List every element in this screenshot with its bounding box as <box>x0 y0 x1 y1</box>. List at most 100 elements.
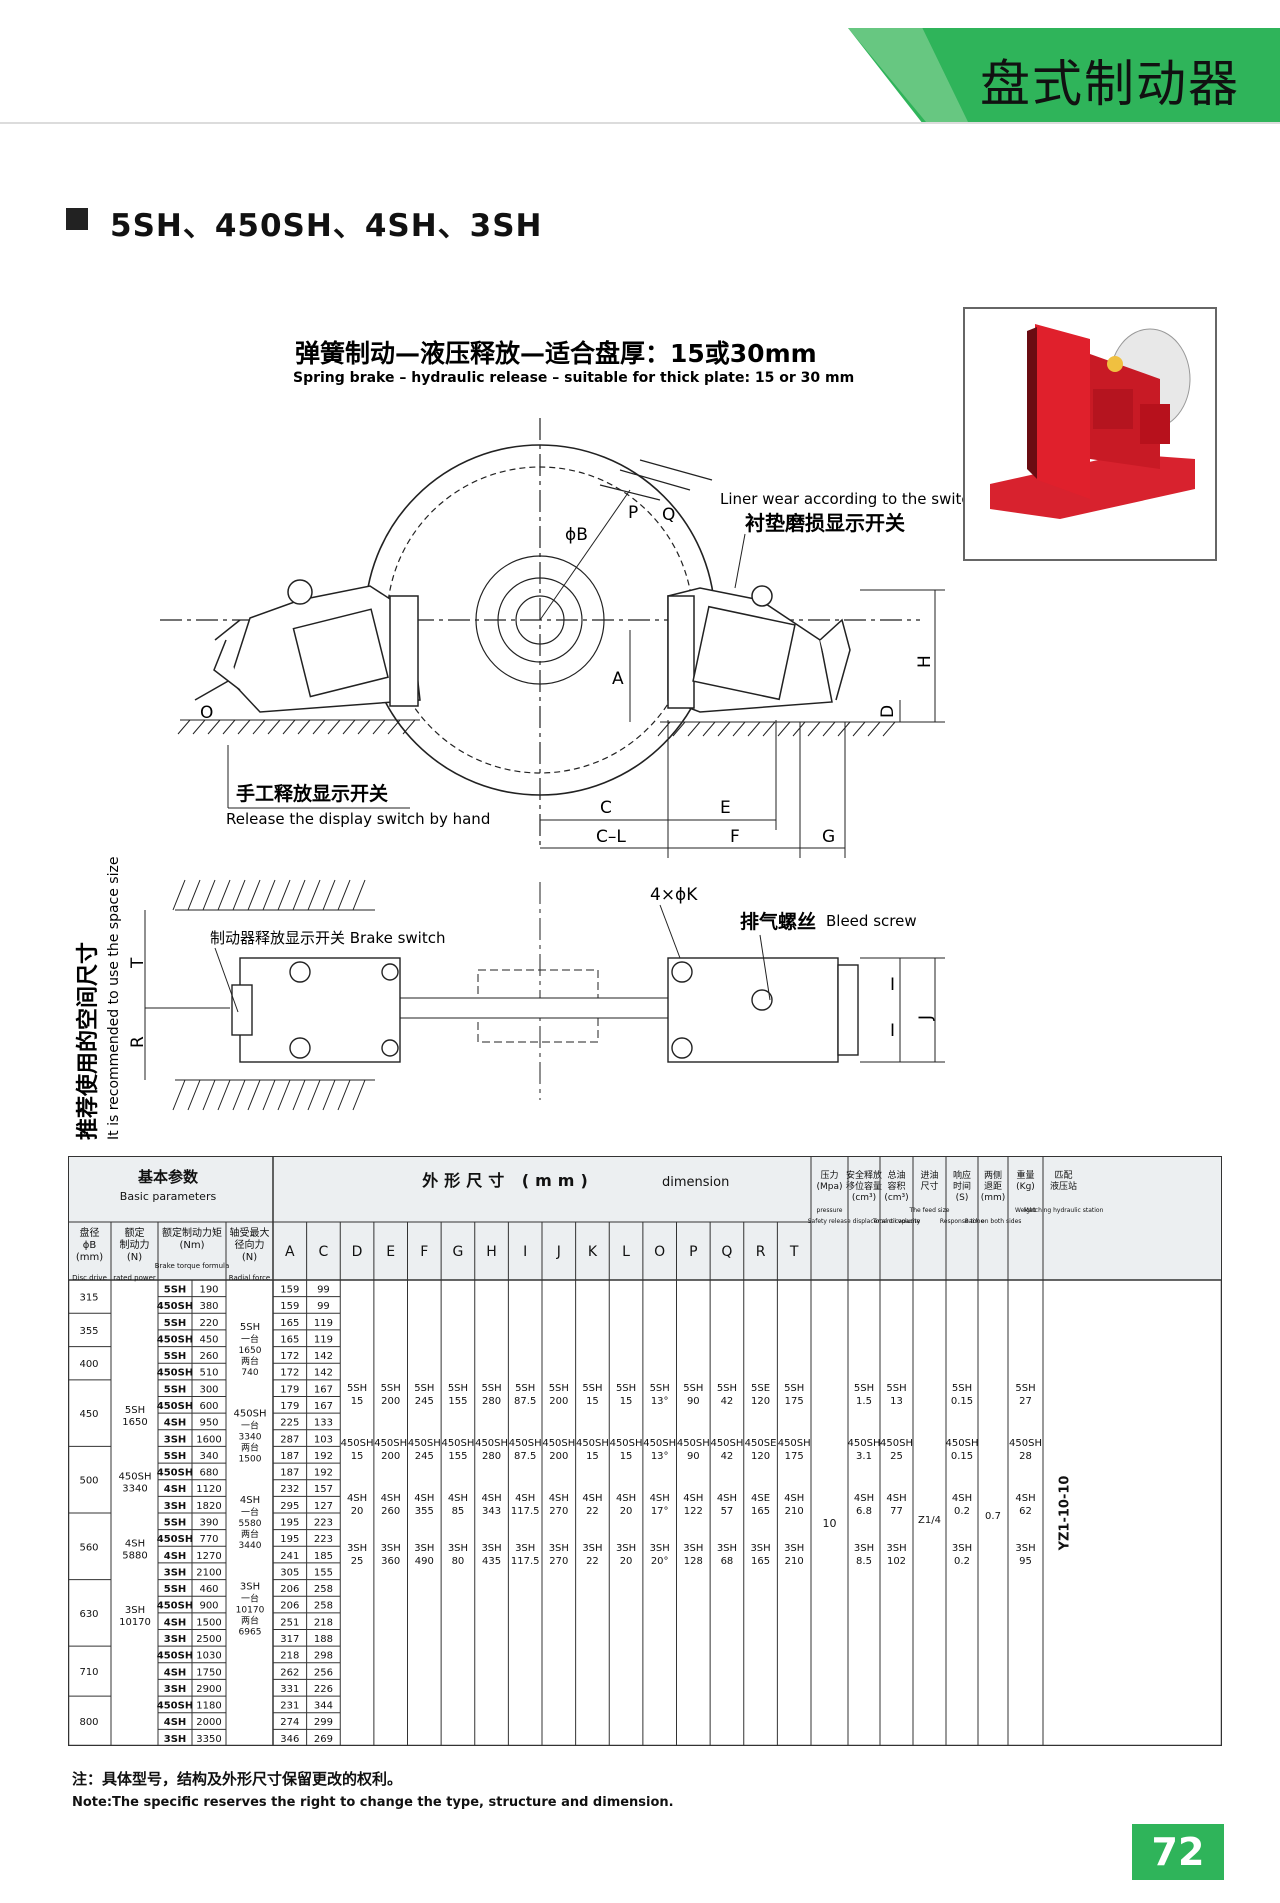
table-cell-model: 5SH <box>164 1517 187 1528</box>
table-cell-model: 450SH <box>157 1468 193 1479</box>
table-cell-dim-value: 260 <box>381 1506 400 1517</box>
header-col_response-cn: 响应 <box>953 1169 971 1181</box>
table-cell-dim-value: 355 <box>415 1506 434 1517</box>
table-cell-model: 5SH <box>164 1451 187 1462</box>
table-cell-dim-model: 450SH <box>576 1438 609 1449</box>
table-cell-C: 133 <box>314 1418 333 1429</box>
table-cell-model: 4SH <box>164 1551 187 1562</box>
header-dim-H: H <box>486 1244 497 1260</box>
table-cell-model: 5SH <box>164 1584 187 1595</box>
table-cell-disc: 450 <box>79 1409 98 1420</box>
table-cell-A: 287 <box>280 1434 299 1445</box>
table-cell-weight-model: 450SH <box>1009 1438 1042 1449</box>
header-col_feed-cn: 尺寸 <box>920 1180 938 1192</box>
dim-CL: C–L <box>596 827 626 847</box>
table-cell-dim-model: 5SH <box>549 1383 569 1394</box>
table-cell-dim-model: 4SH <box>448 1493 468 1504</box>
table-cell-torque: 300 <box>199 1384 218 1395</box>
header-dimension-en: dimension <box>662 1175 729 1190</box>
header-dim-R: R <box>756 1244 766 1260</box>
table-cell-power-model: 4SH <box>125 1538 145 1549</box>
table-cell-dim-model: 3SH <box>650 1543 670 1554</box>
table-cell-power-model: 5SH <box>125 1405 145 1416</box>
table-cell-A: 187 <box>280 1468 299 1479</box>
table-cell-dim-model: 4SH <box>481 1493 501 1504</box>
table-cell-model: 450SH <box>157 1534 193 1545</box>
table-cell-safety-model: 5SH <box>854 1383 874 1394</box>
table-cell-C: 223 <box>314 1517 333 1528</box>
table-cell-dim-model: 450SH <box>610 1438 643 1449</box>
header-col_disc-cn: (mm) <box>76 1252 103 1263</box>
table-cell-model: 3SH <box>164 1567 187 1578</box>
dim-T: T <box>128 957 148 969</box>
table-cell-A: 274 <box>280 1717 299 1728</box>
header-dim-Q: Q <box>721 1244 732 1260</box>
table-cell-radial-model: 5SH <box>240 1322 260 1333</box>
table-cell-oil-model: 450SH <box>880 1438 913 1449</box>
table-cell-model: 3SH <box>164 1501 187 1512</box>
table-cell-model: 4SH <box>164 1667 187 1678</box>
dim-G: G <box>822 827 835 847</box>
header-col_feed-cn: 进油 <box>920 1169 938 1181</box>
table-cell-dim-model: 5SH <box>683 1383 703 1394</box>
table-cell-dim-model: 450SH <box>542 1438 575 1449</box>
table-cell-A: 165 <box>280 1318 299 1329</box>
table-cell-model: 5SH <box>164 1318 187 1329</box>
header-col_disc-cn: 盘径 <box>80 1226 100 1239</box>
table-cell-dim-value: 22 <box>586 1556 599 1567</box>
header-col_pressure-cn: 压力 <box>820 1169 838 1181</box>
header-col_oil-cn: (cm³) <box>884 1193 908 1203</box>
dim-H-lines <box>629 589 945 723</box>
table-cell-torque: 1750 <box>196 1667 221 1678</box>
table-cell-dim-model: 450SE <box>745 1438 777 1449</box>
table-cell-C: 142 <box>314 1351 333 1362</box>
table-cell-dim-value: 117.5 <box>511 1506 540 1517</box>
table-cell-disc: 710 <box>79 1667 98 1678</box>
table-cell-dim-value: 155 <box>448 1396 467 1407</box>
table-cell-dim-model: 5SE <box>751 1383 770 1394</box>
table-cell-torque: 1180 <box>196 1701 221 1712</box>
table-cell-safety: 3.1 <box>856 1451 872 1462</box>
footnote-cn: 注：具体型号，结构及外形尺寸保留更改的权利。 <box>72 1770 403 1788</box>
dim-J: J <box>916 1015 936 1021</box>
table-cell-dim-model: 4SH <box>549 1493 569 1504</box>
header-col_safety-cn: (cm³) <box>852 1193 876 1203</box>
header-col_station-cn: 匹配 <box>1054 1170 1072 1181</box>
table-cell-dim-value: 490 <box>415 1556 434 1567</box>
table-cell-dim-value: 15 <box>620 1451 633 1462</box>
table-cell-dim-model: 5SH <box>347 1383 367 1394</box>
table-cell-dim-value: 20 <box>351 1506 364 1517</box>
table-cell-dim-model: 450SH <box>374 1438 407 1449</box>
table-cell-dim-model: 4SH <box>347 1493 367 1504</box>
table-cell-A: 195 <box>280 1534 299 1545</box>
table-cell-response: 0.15 <box>951 1396 973 1407</box>
header-dim-C: C <box>319 1244 329 1260</box>
table-cell-dim-value: 57 <box>721 1506 734 1517</box>
table-cell-weight: 28 <box>1019 1451 1032 1462</box>
dim-Q: Q <box>662 505 675 525</box>
header-col_safety-cn: 移位容量 <box>846 1180 882 1192</box>
footnote-en: Note:The specific reserves the right to … <box>72 1795 674 1810</box>
table-cell-dim-model: 3SH <box>381 1543 401 1554</box>
liner-wear-cn: 衬垫磨损显示开关 <box>745 511 905 535</box>
header-col_weight-cn: (Kg) <box>1016 1182 1035 1192</box>
table-cell-dim-model: 3SH <box>717 1543 737 1554</box>
table-cell-model: 450SH <box>157 1301 193 1312</box>
table-cell-torque: 380 <box>199 1301 218 1312</box>
table-cell-dim-model: 5SH <box>381 1383 401 1394</box>
table-cell-response-model: 450SH <box>946 1438 979 1449</box>
dim-R: R <box>128 1036 148 1048</box>
table-cell-dim-value: 210 <box>785 1506 804 1517</box>
table-cell-A: 218 <box>280 1651 299 1662</box>
header-col_back-en: Back on both sides <box>965 1218 1022 1225</box>
space-size-en: It is recommended to use the space size <box>106 857 122 1140</box>
table-cell-model: 5SH <box>164 1384 187 1395</box>
table-cell-torque: 1600 <box>196 1434 221 1445</box>
table-cell-dim-model: 4SH <box>414 1493 434 1504</box>
plan-right-caliper <box>667 957 859 1063</box>
table-cell-disc: 630 <box>79 1609 98 1620</box>
table-cell-power-model: 450SH <box>119 1472 152 1483</box>
table-cell-dim-model: 4SH <box>650 1493 670 1504</box>
table-cell-dim-value: 15 <box>586 1396 599 1407</box>
dim-P: P <box>628 503 638 523</box>
